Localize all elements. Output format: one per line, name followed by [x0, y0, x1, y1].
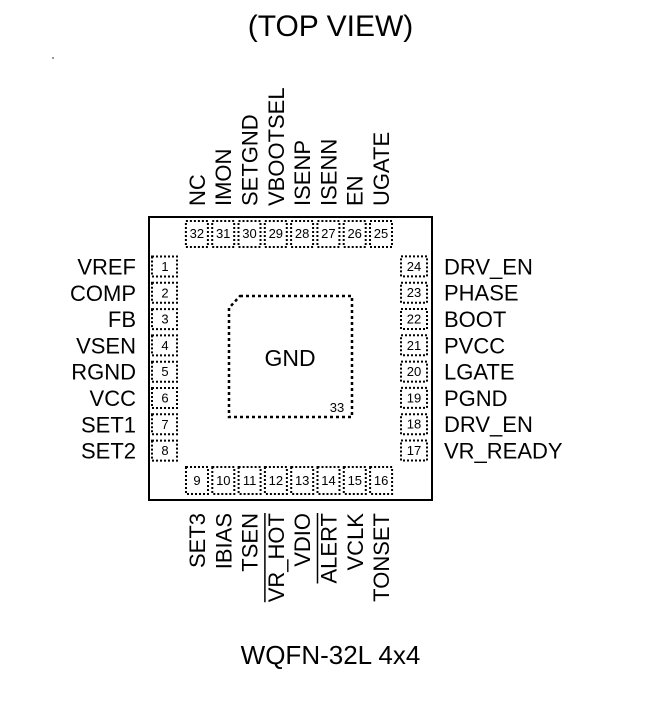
pin-pad	[400, 281, 428, 304]
pin-number: 7	[161, 417, 168, 432]
pin-label: LGATE	[444, 360, 515, 385]
pin-label: VCLK	[343, 513, 368, 571]
pin-number: 2	[161, 285, 168, 300]
pin-number: 23	[407, 285, 421, 300]
pin-number: 8	[161, 443, 168, 458]
pin-pad	[211, 466, 236, 495]
pin-number: 10	[216, 473, 230, 488]
package-body	[148, 216, 433, 501]
pin-number: 32	[190, 226, 204, 241]
pin-number: 21	[407, 338, 421, 353]
pin-pad	[151, 308, 178, 331]
pin-pad	[290, 466, 315, 495]
pin-number: 14	[321, 473, 335, 488]
pin-pad	[185, 466, 209, 495]
pin-label: VR_HOT	[264, 513, 289, 602]
pin-pad	[400, 439, 428, 462]
pin-number: 27	[321, 226, 335, 241]
pin-number: 17	[407, 443, 421, 458]
pin-label: RGND	[71, 360, 136, 385]
pin-pad	[400, 413, 428, 436]
pin-label: UGATE	[369, 132, 394, 206]
pin-label: FB	[108, 307, 136, 332]
pin-pad	[400, 386, 428, 409]
pin-number: 22	[407, 312, 421, 327]
pin-number: 1	[161, 259, 168, 274]
pin-label: ALERT	[317, 513, 342, 584]
pin-pad	[342, 466, 367, 495]
pin-pad	[400, 308, 428, 330]
pin-label: SETGND	[238, 114, 263, 206]
pin-label: IBIAS	[211, 513, 236, 569]
pin-label: VSEN	[76, 333, 136, 358]
pin-number: 5	[161, 364, 168, 379]
pin-label: SET3	[185, 513, 210, 568]
pin-label: NC	[185, 174, 210, 206]
pin-label: PVCC	[444, 333, 505, 358]
pin-label: ISENP	[290, 140, 315, 206]
pin-label: VR_READY	[444, 439, 563, 464]
pin-number: 19	[407, 390, 421, 405]
pin-pad	[400, 334, 428, 357]
pin-number: 12	[269, 473, 283, 488]
pin-pad	[151, 255, 178, 278]
pin-number: 15	[348, 473, 362, 488]
pin-label: TSEN	[238, 513, 263, 572]
pin-pad	[151, 439, 178, 462]
pin-label: DRV_EN	[444, 254, 533, 279]
pin-number: 20	[407, 364, 421, 379]
pin-pad	[151, 334, 178, 357]
pin-number: 30	[242, 226, 256, 241]
pin-pad	[151, 387, 178, 409]
pin-number: 4	[161, 338, 168, 353]
pin-label: VBOOTSEL	[264, 87, 289, 206]
pin-label: PGND	[444, 386, 508, 411]
pin-pad	[369, 466, 394, 495]
pin-label: COMP	[70, 281, 136, 306]
pin-number: 9	[193, 473, 200, 488]
pin-pad	[263, 466, 288, 495]
pin-pad	[316, 466, 341, 495]
pin-number: 24	[407, 259, 421, 274]
pin-number: 28	[295, 226, 309, 241]
pin-label: SET2	[81, 439, 136, 464]
diagram-title: (TOP VIEW)	[247, 10, 414, 43]
pin-pad	[237, 466, 262, 495]
stray-dot	[52, 57, 54, 59]
pin-label: VCC	[90, 386, 137, 411]
pin-number: 6	[161, 391, 168, 406]
pin-pad	[400, 360, 428, 383]
pin-number: 11	[243, 473, 257, 488]
pin-number: 31	[216, 226, 230, 241]
pin-label: SET1	[81, 412, 136, 437]
pin-number: 3	[161, 312, 168, 327]
pin-label: ISENN	[316, 139, 341, 206]
pin-label: PHASE	[444, 281, 519, 306]
exposed-pad-label: GND	[264, 345, 315, 371]
pin-pad	[151, 281, 178, 304]
pin-label: VREF	[77, 255, 136, 280]
pin-number: 26	[347, 226, 361, 241]
pin-label: IMON	[211, 149, 236, 206]
pin-label: VDIO	[290, 513, 315, 567]
pin-label: BOOT	[444, 307, 506, 332]
pin-label: DRV_EN	[444, 412, 533, 437]
pin-number: 16	[374, 473, 388, 488]
pin-number: 25	[374, 226, 388, 241]
exposed-pad	[227, 294, 354, 419]
exposed-pad-pin-number: 33	[330, 400, 344, 415]
pin-number: 18	[407, 417, 421, 432]
pin-pad	[151, 360, 178, 383]
package-name: WQFN-32L 4x4	[240, 640, 421, 670]
pin-label: TONSET	[369, 513, 394, 602]
pin-number: 29	[269, 226, 283, 241]
pin-pad	[400, 255, 428, 278]
pin-pad	[151, 413, 178, 436]
pin-number: 13	[295, 473, 309, 488]
pin-label: EN	[343, 175, 368, 206]
